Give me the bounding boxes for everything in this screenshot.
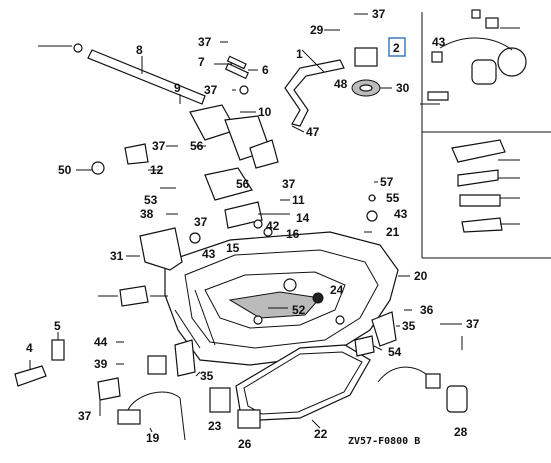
label-16: 16: [286, 227, 300, 241]
label-21: 21: [386, 225, 400, 239]
label-56a: 56: [190, 139, 204, 153]
label-37h: 37: [78, 409, 92, 423]
inset-harness-drawing: [427, 9, 527, 101]
lower-cover-drawing: [164, 231, 399, 366]
label-35b: 35: [402, 319, 416, 333]
label-10: 10: [258, 105, 272, 119]
label-44: 44: [94, 335, 108, 349]
label-50: 50: [58, 163, 72, 177]
label-39: 39: [94, 357, 108, 371]
diagram-code: ZV57-F0800 B: [348, 436, 420, 447]
label-37f: 37: [194, 215, 208, 229]
label-26: 26: [238, 437, 252, 451]
label-42: 42: [266, 219, 280, 233]
label-12: 12: [150, 163, 164, 177]
label-43a: 43: [432, 35, 446, 49]
label-48: 48: [334, 77, 348, 91]
label-43c: 43: [202, 247, 216, 261]
label-28: 28: [454, 425, 468, 439]
label-53: 53: [144, 193, 158, 207]
label-37e: 37: [282, 177, 296, 191]
label-24: 24: [330, 283, 344, 297]
shift-rod-drawing: [73, 43, 206, 105]
label-29: 29: [310, 23, 324, 37]
label-5: 5: [54, 319, 61, 333]
label-1: 1: [296, 47, 303, 61]
label-37c: 37: [204, 83, 218, 97]
label-37b: 37: [372, 7, 386, 21]
label-37d: 37: [152, 139, 166, 153]
label-14: 14: [296, 211, 310, 225]
label-52: 52: [292, 303, 306, 317]
label-9: 9: [174, 81, 181, 95]
misc-parts-drawing: [14, 55, 468, 441]
label-37a: 37: [198, 35, 212, 49]
label-2: 2: [393, 41, 400, 55]
label-54: 54: [388, 345, 402, 359]
label-43b: 43: [394, 207, 408, 221]
inset-frames: [421, 12, 551, 259]
label-47: 47: [306, 125, 320, 139]
label-35a: 35: [200, 369, 214, 383]
label-55: 55: [386, 191, 400, 205]
label-8: 8: [136, 43, 143, 57]
label-31: 31: [110, 249, 124, 263]
label-7: 7: [198, 55, 205, 69]
label-30: 30: [396, 81, 410, 95]
label-11: 11: [292, 193, 305, 207]
label-4: 4: [26, 341, 33, 355]
label-23: 23: [208, 419, 222, 433]
label-38: 38: [140, 207, 154, 221]
leader-lines: [29, 13, 520, 433]
label-36: 36: [420, 303, 434, 317]
label-19: 19: [146, 431, 160, 445]
label-57: 57: [380, 175, 394, 189]
hose-drawing: [284, 59, 345, 127]
label-6: 6: [262, 63, 269, 77]
part-labels: 1 2 4 5 6 7 8 9 10 11 12 14 15 16 19 20 …: [26, 7, 480, 451]
label-22: 22: [314, 427, 328, 441]
bulb-drawing: [351, 47, 381, 97]
label-56b: 56: [236, 177, 250, 191]
highlight-box-2: [388, 37, 406, 57]
inset-clamps-drawing: [451, 139, 506, 233]
label-20: 20: [414, 269, 428, 283]
label-15: 15: [226, 241, 240, 255]
label-37g: 37: [466, 317, 480, 331]
